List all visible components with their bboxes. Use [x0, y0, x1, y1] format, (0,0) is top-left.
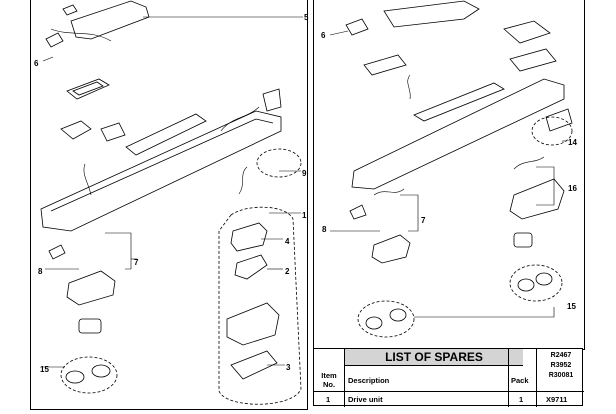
col-header-item-line1: Item	[321, 371, 337, 380]
exploded-diagram-page: 5 6 9 1 7 4 8 2 3 15 6 14 16 7 8 15 LIST…	[30, 0, 585, 410]
spares-code-3: R30081	[548, 372, 574, 379]
right-diagram-svg	[329, 0, 573, 338]
callout-8-right: 8	[322, 225, 327, 234]
col-header-description: Description	[348, 376, 390, 385]
callout-4: 4	[285, 237, 290, 246]
left-exploded-view	[30, 0, 308, 410]
col-divider	[536, 349, 537, 407]
row-1-pack: 1	[519, 395, 524, 404]
list-of-spares-table: LIST OF SPARES R2467 R3952 R30081 Item N…	[313, 348, 584, 407]
right-exploded-view	[313, 0, 585, 350]
left-diagram-svg	[40, 0, 303, 405]
col-divider	[508, 349, 509, 407]
callout-6-right: 6	[321, 31, 326, 40]
callout-2: 2	[285, 267, 290, 276]
callout-8: 8	[38, 267, 43, 276]
callout-15-right: 15	[567, 302, 576, 311]
spares-code-2: R3952	[550, 362, 572, 369]
row-1-description: Drive unit	[348, 395, 383, 404]
callout-5: 5	[304, 13, 309, 22]
row-divider	[314, 391, 584, 392]
col-header-item: Item No.	[318, 371, 340, 389]
spares-codes: R2467 R3952 R30081	[538, 351, 584, 381]
row-1-code: X9711	[546, 395, 568, 404]
callout-6: 6	[34, 59, 39, 68]
spares-title: LIST OF SPARES	[344, 349, 523, 366]
callout-7-right: 7	[421, 216, 426, 225]
callout-15: 15	[40, 365, 49, 374]
callout-7: 7	[134, 258, 139, 267]
callout-14: 14	[568, 138, 577, 147]
spares-code-1: R2467	[550, 352, 572, 359]
callout-1: 1	[302, 211, 307, 220]
col-divider	[344, 349, 345, 407]
callout-16: 16	[568, 184, 577, 193]
callout-3: 3	[286, 363, 291, 372]
row-1-item: 1	[326, 395, 331, 404]
col-header-item-line2: No.	[322, 380, 336, 389]
callout-9: 9	[302, 169, 307, 178]
col-header-pack: Pack	[511, 376, 529, 385]
